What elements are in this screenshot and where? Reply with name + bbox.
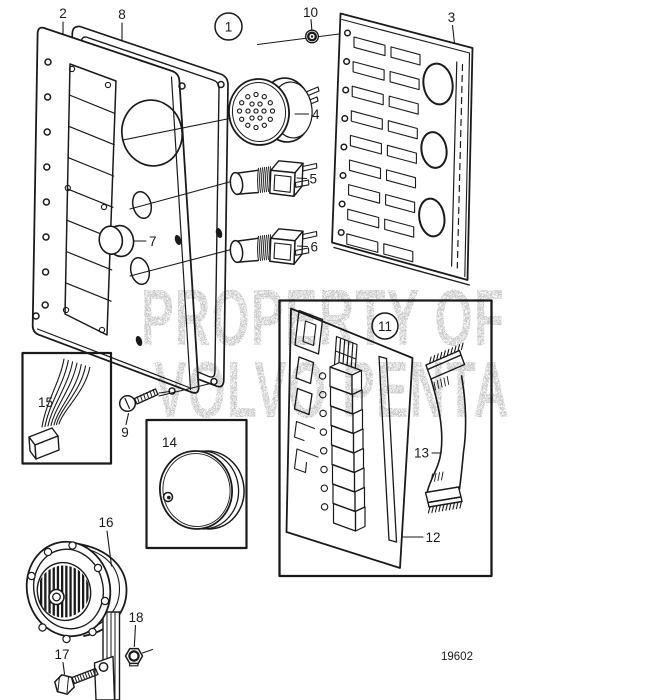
ribbon-shading (430, 375, 450, 483)
harness-wires (41, 358, 91, 428)
switch-cutout-lower (129, 256, 151, 286)
panel-knob (98, 224, 135, 258)
callout-4: 4 (294, 107, 320, 122)
callout-7: 7 (132, 234, 157, 249)
line-art: 2 8 1 10 3 4 (21, 5, 493, 700)
callout-8: 8 (118, 7, 126, 42)
callout-11: 11 (371, 312, 399, 340)
ribbon-cable (424, 342, 467, 514)
callout-16: 16 (98, 515, 114, 567)
panel-edge-hole (135, 335, 143, 347)
figure-number: 19602 (441, 651, 473, 663)
gasket-hole (210, 377, 218, 386)
edge-connector-strip (378, 355, 398, 543)
bracket-foot (93, 655, 116, 700)
callout-11-label: 11 (378, 319, 392, 334)
callout-13-label: 13 (414, 446, 429, 461)
callout-3-label: 3 (448, 10, 456, 25)
gauge-hole-2 (420, 131, 448, 169)
callout-1: 1 (214, 12, 243, 41)
mounting-nut (124, 647, 154, 667)
callout-4-label: 4 (312, 107, 320, 122)
callout-9: 9 (121, 412, 130, 440)
callout-7-label: 7 (149, 234, 157, 249)
gauge-cutout (121, 99, 183, 167)
callout-8-label: 8 (118, 7, 126, 22)
callout-12-label: 12 (426, 530, 441, 545)
callout-10: 10 (303, 5, 318, 31)
callout-5-label: 5 (310, 172, 318, 187)
gasket-edge-hole (215, 227, 223, 239)
callout-12: 12 (400, 530, 441, 545)
callout-18-label: 18 (128, 610, 143, 625)
callout-15-label: 15 (38, 395, 53, 410)
watermark-line1: PROPERTY OF (141, 273, 505, 362)
harness-connector (28, 427, 60, 460)
cover-plug (159, 450, 245, 530)
callout-10-label: 10 (303, 5, 318, 20)
watermark-line2: VOLVO PENTA (154, 345, 510, 434)
callout-2-label: 2 (59, 6, 67, 21)
instrument-panel (31, 26, 200, 395)
switch-label-strip (62, 63, 117, 336)
locknut (305, 29, 320, 44)
panel-screw (118, 388, 159, 413)
callout-6: 6 (296, 240, 319, 255)
callout-5: 5 (296, 172, 318, 187)
callout-18: 18 (128, 610, 144, 648)
callout-9-label: 9 (121, 425, 129, 440)
callout-17: 17 (54, 647, 70, 675)
wiring-harness-box (21, 351, 113, 465)
alarm-buzzer (228, 77, 320, 146)
assembly-leader-lines (122, 32, 344, 397)
horn (25, 540, 154, 700)
cover-plug-box (145, 418, 248, 550)
panel-edge-line (36, 328, 190, 389)
callouts: 2 8 1 10 3 4 (38, 5, 456, 675)
gasket-hole (217, 80, 225, 89)
callout-6-label: 6 (311, 240, 319, 255)
horn-flange (25, 540, 112, 638)
mounting-bolt (54, 667, 99, 695)
watermark: PROPERTY OF VOLVO PENTA (141, 273, 510, 434)
fuse-block-stack (329, 361, 366, 532)
circuit-board (285, 307, 414, 569)
panel-edge-hole (174, 234, 182, 246)
callout-3: 3 (448, 10, 456, 45)
callout-2: 2 (59, 6, 67, 36)
callout-16-label: 16 (98, 515, 113, 530)
callout-17-label: 17 (54, 647, 69, 662)
circuit-board-box (278, 299, 493, 578)
gauge-hole-1 (422, 62, 454, 106)
callout-1-label: 1 (225, 20, 233, 35)
callout-14-label: 14 (162, 435, 178, 450)
gauge-hole-3 (418, 197, 446, 238)
callout-13: 13 (414, 446, 441, 461)
switch-panel (331, 12, 474, 286)
horn-hub (48, 588, 65, 606)
push-switch-upper (229, 160, 318, 197)
